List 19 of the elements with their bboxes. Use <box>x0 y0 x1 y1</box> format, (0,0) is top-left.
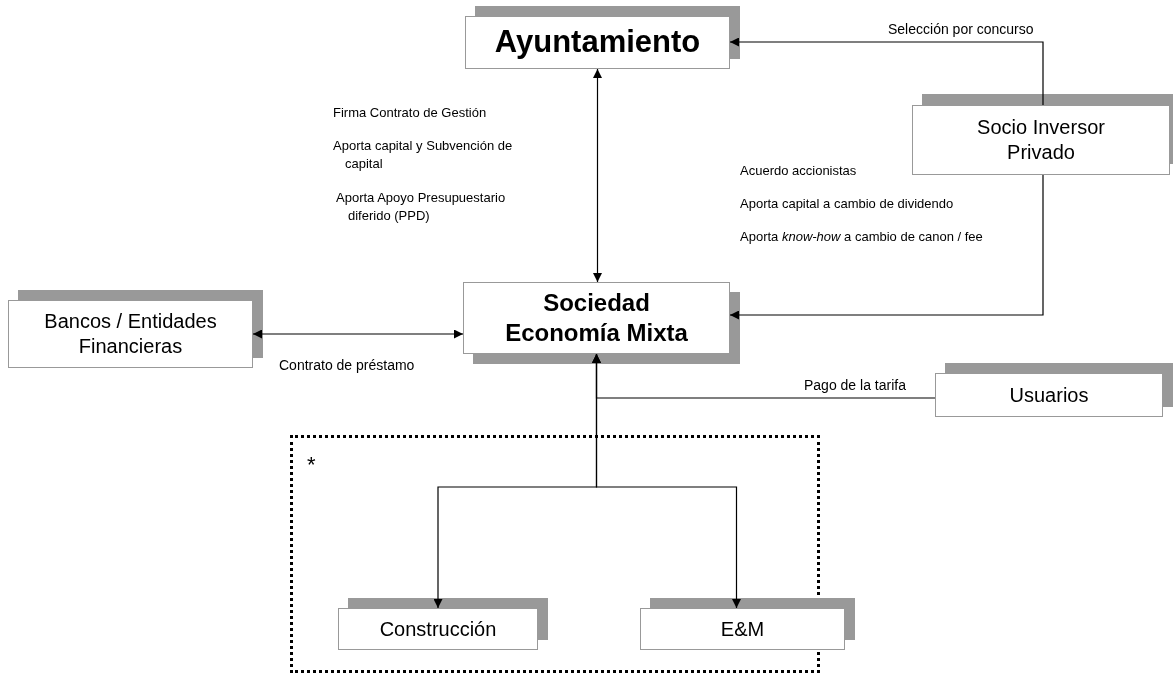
node-label: Bancos / Entidades Financieras <box>43 309 218 359</box>
annotation-text: Aporta capital a cambio de dividendo <box>740 195 955 213</box>
node-label: Construcción <box>379 617 497 642</box>
connector-arrow <box>729 37 1044 106</box>
annotation-text: Aporta Apoyo Presupuestario diferido (PPD) <box>336 189 507 225</box>
annotation-text: Aporta know-how a cambio de canon / fee <box>740 228 984 246</box>
connector-arrow <box>593 68 602 283</box>
annotation-text: Firma Contrato de Gestión <box>333 104 488 122</box>
connector-arrow <box>252 329 464 339</box>
node-label: * <box>307 454 316 476</box>
node-label: Ayuntamiento <box>494 23 701 62</box>
node-label: E&M <box>720 617 765 642</box>
node-label: Sociedad Economía Mixta <box>504 288 689 348</box>
connector-arrow <box>729 174 1044 320</box>
node-label: Socio Inversor Privado <box>976 115 1106 165</box>
node-label: Usuarios <box>1009 383 1089 408</box>
annotation-text: Aporta capital y Subvención de capital <box>333 137 514 173</box>
annotation-text: Acuerdo accionistas <box>740 162 858 180</box>
connector-arrow <box>592 353 741 609</box>
